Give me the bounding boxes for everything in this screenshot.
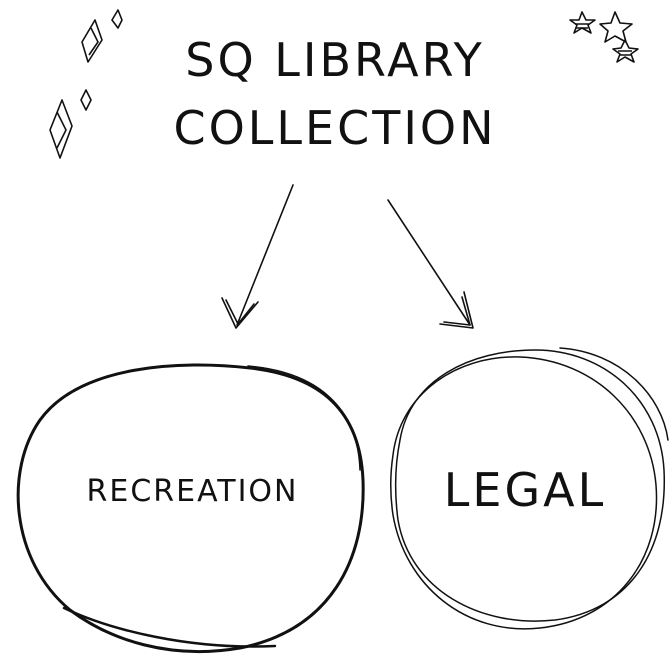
star-cluster-icon bbox=[569, 11, 639, 63]
arrow-to-legal bbox=[387, 199, 474, 329]
recreation-node-outline bbox=[16, 363, 365, 654]
legal-node-outline bbox=[390, 347, 669, 630]
diagram-title-line-1: SQ LIBRARY bbox=[185, 33, 485, 87]
recreation-node-label: RECREATION bbox=[86, 474, 299, 509]
diagram-title-line-2: COLLECTION bbox=[173, 101, 497, 155]
arrow-to-recreation bbox=[221, 184, 294, 329]
legal-node-label: LEGAL bbox=[443, 463, 607, 517]
sparkle-diamond-icon bbox=[49, 9, 123, 159]
